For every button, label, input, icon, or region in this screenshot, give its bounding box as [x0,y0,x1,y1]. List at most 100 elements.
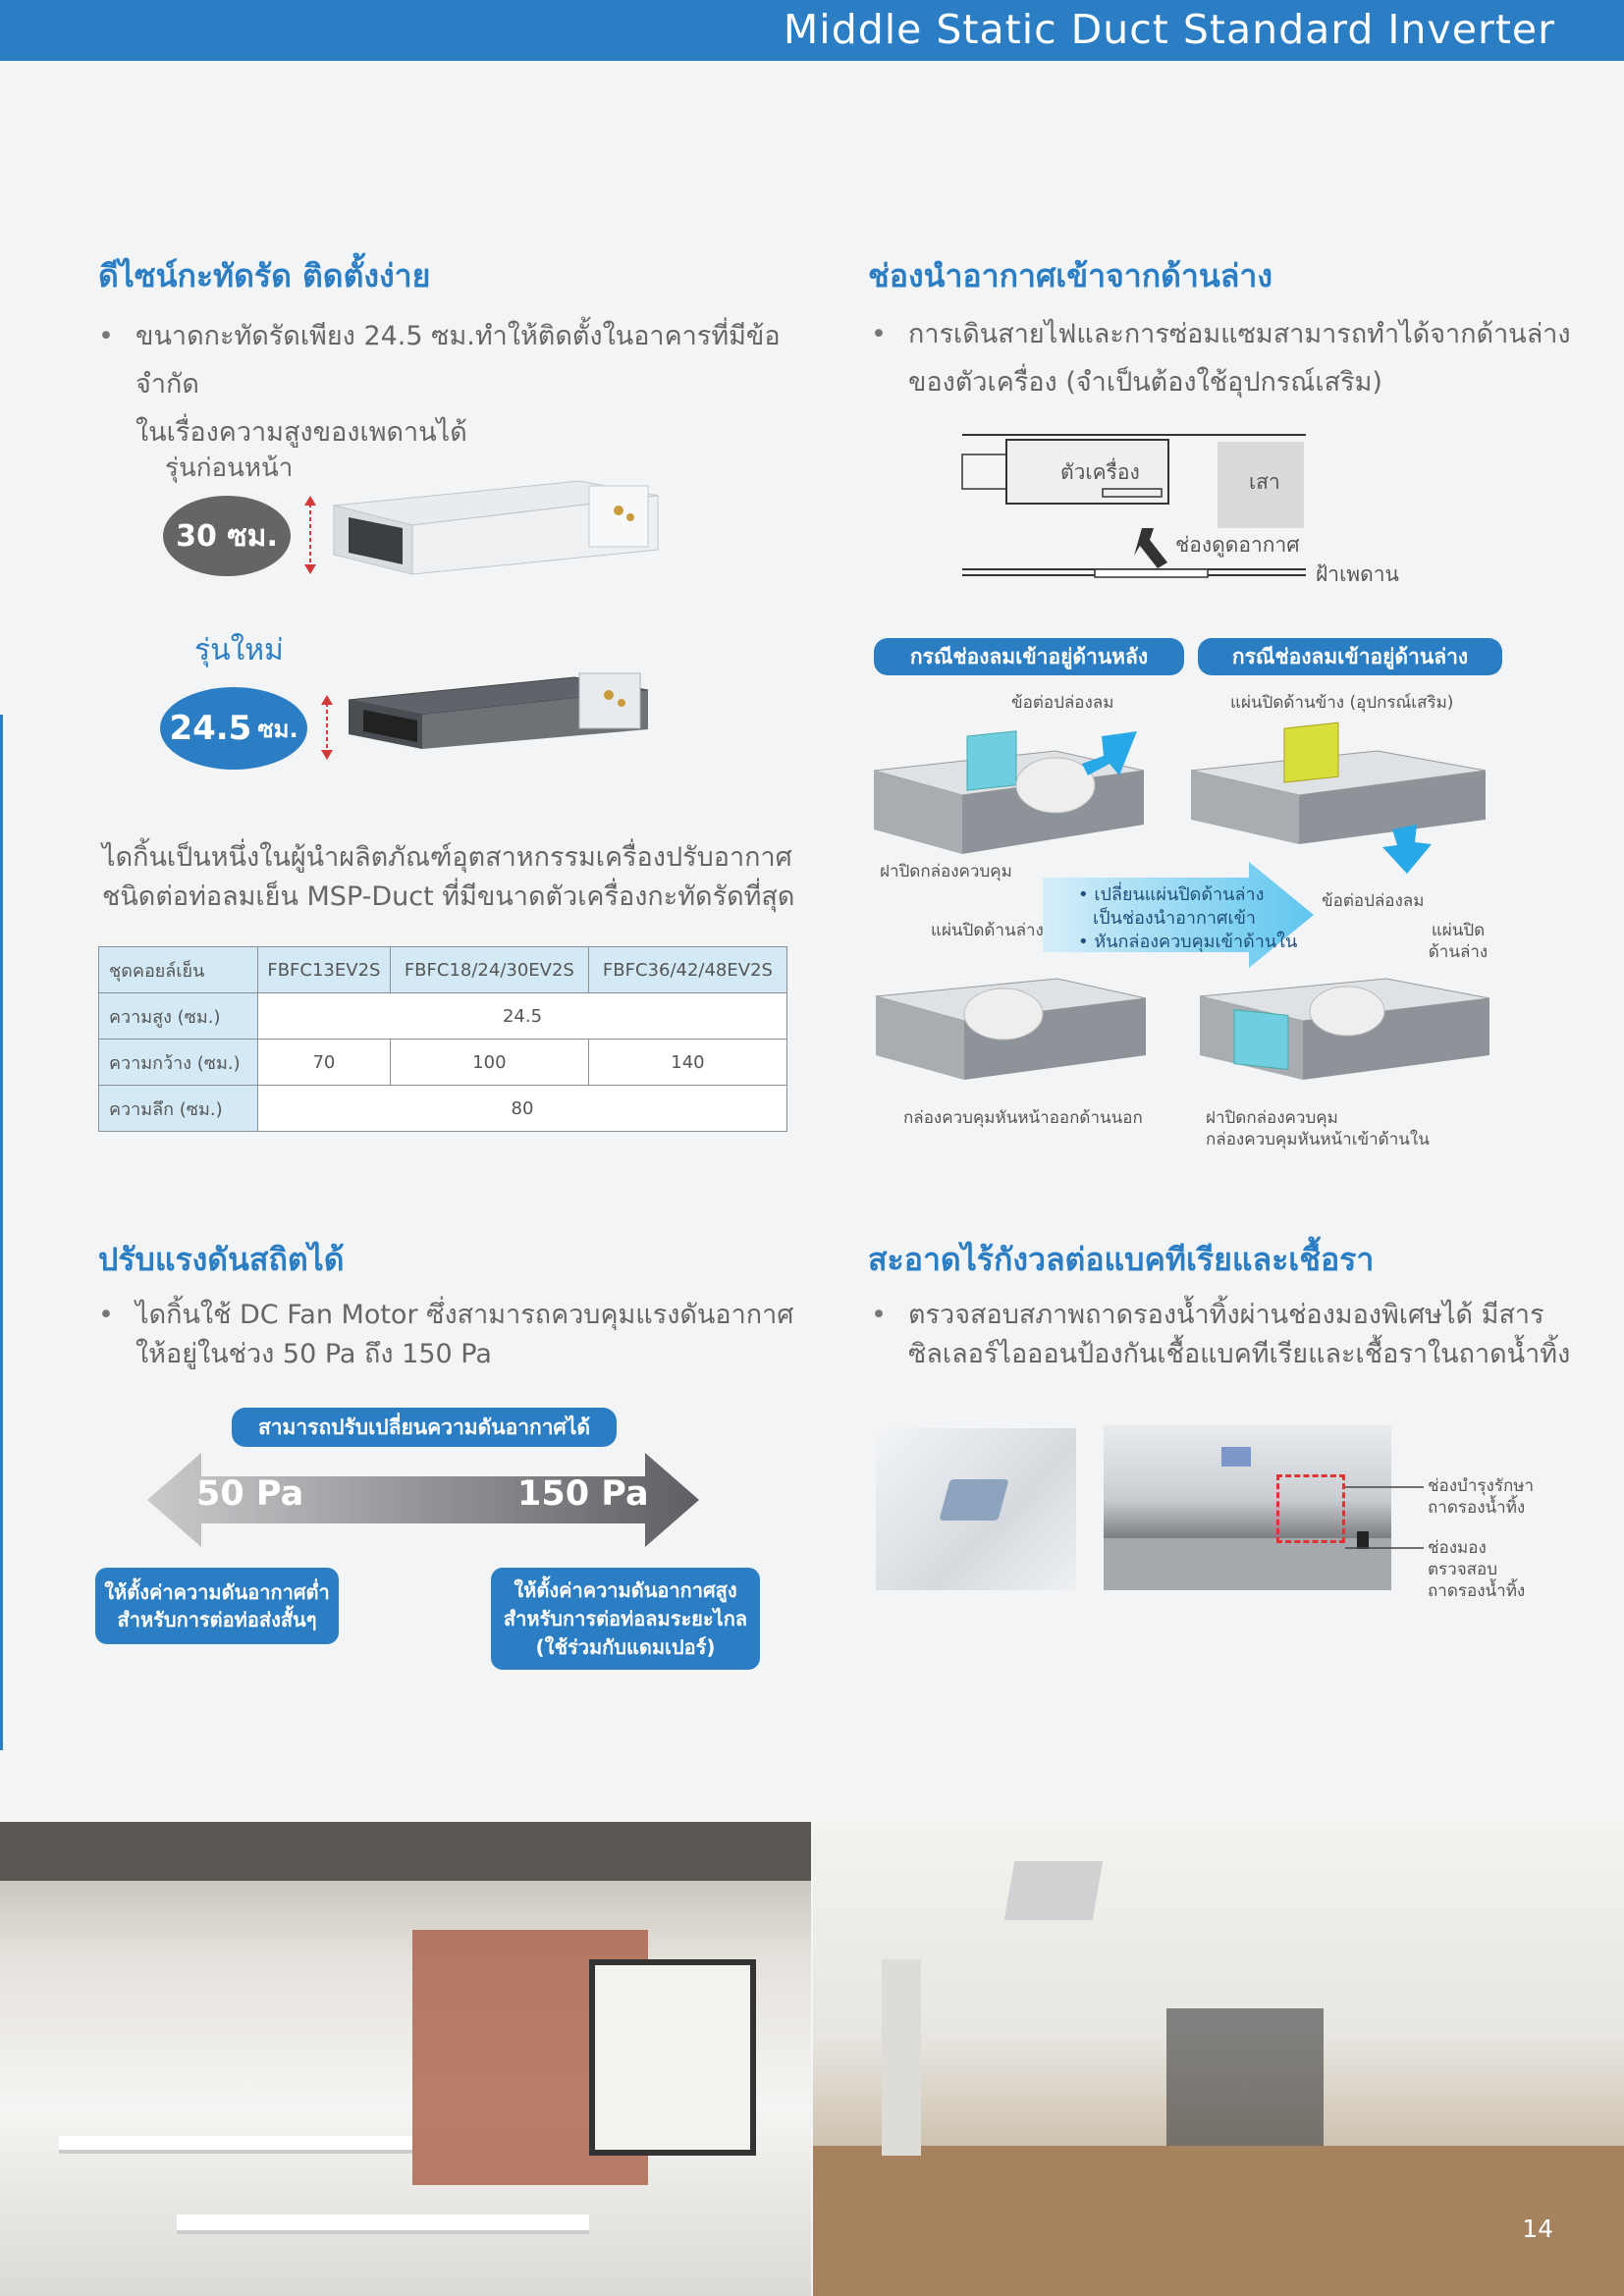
installation-diagram [961,434,1306,578]
new-unit-image [348,672,649,749]
bullet-line: ซิลเลอร์ไอออนป้องกันเชื้อแบคทีเรียและเชื… [908,1339,1571,1369]
pressure-low-value: 50 Pa [196,1474,304,1514]
page-number: 14 [1522,2215,1553,2243]
bottom-plate-label: แผ่นปิดด้านล่าง [1428,921,1489,962]
page-title: Middle Static Duct Standard Inverter [783,6,1555,53]
duct-joint-label: ข้อต่อปล่องลม [1011,693,1114,713]
box-outward-label: กล่องควบคุมหันหน้าออกด้านนอก [903,1108,1143,1128]
bullet-line: ไดกิ้นใช้ DC Fan Motor ซึ่งสามารถควบคุมแ… [135,1300,794,1330]
side-cover-label: แผ่นปิดด้านข้าง (อุปกรณ์เสริม) [1230,693,1454,713]
note-line: (ใช้ร่วมกับแดมเปอร์) [535,1634,716,1659]
table-row: ความกว้าง (ซม.) 70 100 140 [98,1039,788,1086]
table-cell: 24.5 [257,992,787,1040]
bullet-dot: • [871,319,887,349]
static-pressure-bullet: • ไดกิ้นใช้ DC Fan Motor ซึ่งสามารถควบคุ… [98,1296,813,1374]
table-cell: 140 [587,1039,788,1086]
office-loft-photo [0,1822,811,2296]
label-line: ช่องบำรุงรักษา [1428,1476,1534,1496]
drain-pan-unit-image [1104,1425,1391,1590]
duct-joint-label-2: ข้อต่อปล่องลม [1322,891,1425,911]
old-height-badge: 30 ซม. [163,496,291,576]
table-row: ความลึก (ซม.) 80 [98,1085,787,1132]
conversion-step: เป็นช่องนำอากาศเข้า [1093,908,1257,929]
unit-rear-inlet-image [874,730,1145,854]
conversion-steps: • เปลี่ยนแผ่นปิดด้านล่าง เป็นช่องนำอากาศ… [1078,883,1297,954]
table-cell: ชุดคอยล์เย็น [98,946,258,993]
table-row: ชุดคอยล์เย็น FBFC13EV2S FBFC18/24/30EV2S… [98,946,788,993]
bullet-line: ตรวจสอบสภาพถาดรองน้ำทิ้งผ่านช่องมองพิเศษ… [908,1300,1544,1330]
height-arrow-icon [321,695,333,760]
high-pressure-note: ให้ตั้งค่าความดันอากาศสูง สำหรับการต่อท่… [491,1568,760,1670]
diagram-pillar-label: เสา [1249,470,1280,494]
note-line: สำหรับการต่อท่อลมระยะไกล [503,1606,748,1630]
open-office-photo [813,1822,1624,2296]
description-line: ไดกิ้นเป็นหนึ่งในผู้นำผลิตภัณฑ์อุตสาหกรร… [102,842,792,873]
bullet-dot: • [98,1300,114,1330]
compact-description: ไดกิ้นเป็นหนึ่งในผู้นำผลิตภัณฑ์อุตสาหกรร… [102,838,809,917]
callout-lines [1345,1486,1424,1549]
new-height-unit: ซม. [257,715,298,743]
diagram-intake-label: ช่องดูดอากาศ [1175,533,1300,557]
table-cell: FBFC18/24/30EV2S [389,946,589,993]
table-row: ความสูง (ซม.) 24.5 [98,992,787,1040]
conversion-step: • เปลี่ยนแผ่นปิดด้านล่าง [1078,884,1265,905]
bottom-inlet-bullet: • การเดินสายไฟและการซ่อมแซมสามารถทำได้จา… [871,310,1586,406]
side-accent-line [0,715,3,1750]
label-line: ช่องมอง [1428,1538,1487,1558]
label-line: ตรวจสอบ [1428,1560,1498,1579]
table-cell: 100 [389,1039,589,1086]
label-line: ถาดรองน้ำทิ้ง [1428,1581,1526,1601]
drain-pan-closeup-image [876,1428,1076,1590]
diagram-unit-label: ตัวเครื่อง [1060,460,1140,484]
bullet-dot: • [871,1300,887,1330]
table-cell: ความลึก (ซม.) [98,1085,258,1132]
box-inward-cover-label: ฝาปิดกล่องควบคุม [1206,1108,1338,1128]
conversion-arrow-icon [1043,862,1314,968]
note-line: ให้ตั้งค่าความดันอากาศสูง [514,1577,737,1602]
pressure-range-arrow-icon [147,1453,699,1547]
label-line: ถาดรองน้ำทิ้ง [1428,1498,1526,1518]
note-line: ให้ตั้งค่าความดันอากาศต่ำ [104,1580,330,1604]
new-model-label: รุ่นใหม่ [194,633,284,667]
old-model-label: รุ่นก่อนหน้า [165,454,294,483]
table-cell: ความสูง (ซม.) [98,992,258,1040]
compact-heading: ดีไซน์กะทัดรัด ติดตั้งง่าย [98,257,431,294]
pressure-high-value: 150 Pa [517,1474,649,1514]
bullet-line: ขนาดกะทัดรัดเพียง 24.5 ซม.ทำให้ติดตั้งใน… [135,321,781,400]
diagram-ceiling-label: ฝ้าเพดาน [1316,562,1399,586]
table-cell: FBFC13EV2S [257,946,391,993]
table-cell: ความกว้าง (ซม.) [98,1039,258,1086]
clean-heading: สะอาดไร้กังวลต่อแบคทีเรียและเชื้อรา [868,1241,1375,1278]
conversion-step: • หันกล่องควบคุมเข้าด้านใน [1078,932,1298,952]
bullet-line: ของตัวเครื่อง (จำเป็นต้องใช้อุปกรณ์เสริม… [908,367,1382,398]
bullet-dot: • [98,321,114,351]
unit-box-outward-image [876,978,1147,1080]
description-line: ชนิดต่อท่อลมเย็น MSP-Duct ที่มีขนาดตัวเค… [102,881,795,912]
compact-bullet: • ขนาดกะทัดรัดเพียง 24.5 ซม.ทำให้ติดตั้ง… [98,312,813,456]
control-cover-label: ฝาปิดกล่องควบคุม [880,862,1012,881]
bullet-line: การเดินสายไฟและการซ่อมแซมสามารถทำได้จากด… [908,319,1571,349]
unit-box-inward-image [1200,978,1490,1080]
case-bottom-tag: กรณีช่องลมเข้าอยู่ด้านล่าง [1198,638,1502,675]
table-cell: 80 [257,1085,787,1132]
bullet-line: ในเรื่องความสูงของเพดานได้ [135,417,467,448]
static-pressure-heading: ปรับแรงดันสถิตได้ [98,1241,345,1278]
case-rear-tag: กรณีช่องลมเข้าอยู่ด้านหลัง [874,638,1184,675]
service-port-label: ช่องบำรุงรักษา ถาดรองน้ำทิ้ง [1428,1475,1534,1519]
table-cell: FBFC36/42/48EV2S [587,946,788,993]
header-bar: Middle Static Duct Standard Inverter [0,0,1624,61]
table-cell: 70 [257,1039,391,1086]
clean-bullet: • ตรวจสอบสภาพถาดรองน้ำทิ้งผ่านช่องมองพิเ… [871,1296,1596,1374]
side-plate-label: แผ่นปิดด้านล่าง [931,921,1044,940]
spec-table: ชุดคอยล์เย็น FBFC13EV2S FBFC18/24/30EV2S… [98,946,788,1132]
new-height-number: 24.5 [169,709,252,748]
bullet-line: ให้อยู่ในช่วง 50 Pa ถึง 150 Pa [135,1339,492,1369]
note-line: สำหรับการต่อท่อส่งสั้นๆ [117,1608,317,1631]
view-window-label: ช่องมอง ตรวจสอบ ถาดรองน้ำทิ้ง [1428,1537,1525,1602]
bottom-inlet-heading: ช่องนำอากาศเข้าจากด้านล่าง [868,257,1272,294]
pressure-adjust-tag: สามารถปรับเปลี่ยนความดันอากาศได้ [232,1408,617,1447]
low-pressure-note: ให้ตั้งค่าความดันอากาศต่ำ สำหรับการต่อท่… [95,1568,339,1644]
box-inward-label: กล่องควบคุมหันหน้าเข้าด้านใน [1206,1130,1430,1149]
old-unit-image [333,480,659,575]
